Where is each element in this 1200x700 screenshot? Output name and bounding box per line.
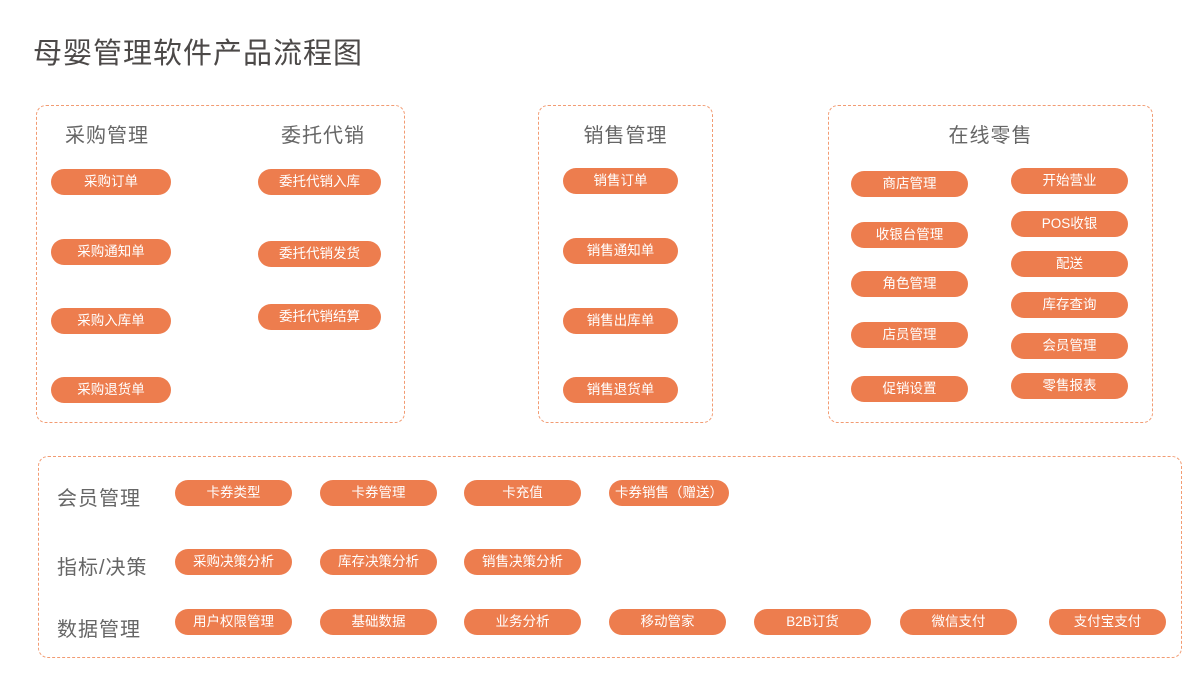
node-sales-notice: 销售通知单	[563, 238, 678, 264]
node-clerk-management: 店员管理	[851, 322, 968, 348]
node-card-type: 卡券类型	[175, 480, 292, 506]
node-sales-return: 销售退货单	[563, 377, 678, 403]
heading-purchase: 采购管理	[65, 125, 149, 147]
node-purchase-order: 采购订单	[51, 169, 171, 195]
node-card-management: 卡券管理	[320, 480, 437, 506]
node-inventory-decision-analysis: 库存决策分析	[320, 549, 437, 575]
heading-consignment: 委托代销	[281, 125, 365, 147]
panel-bottom: 会员管理 卡券类型 卡券管理 卡充值 卡券销售（赠送） 指标/决策 采购决策分析…	[38, 456, 1182, 658]
page-title: 母婴管理软件产品流程图	[33, 38, 364, 70]
node-purchase-decision-analysis: 采购决策分析	[175, 549, 292, 575]
panel-purchase-consignment: 采购管理 委托代销 采购订单 采购通知单 采购入库单 采购退货单 委托代销入库 …	[36, 105, 405, 423]
node-purchase-inbound: 采购入库单	[51, 308, 171, 334]
node-consignment-settlement: 委托代销结算	[258, 304, 381, 330]
node-card-sales-gift: 卡券销售（赠送）	[609, 480, 729, 506]
label-data-management: 数据管理	[57, 619, 141, 641]
node-purchase-notice: 采购通知单	[51, 239, 171, 265]
node-card-recharge: 卡充值	[464, 480, 581, 506]
node-wechat-pay: 微信支付	[900, 609, 1017, 635]
node-sales-decision-analysis: 销售决策分析	[464, 549, 581, 575]
node-mobile-manager: 移动管家	[609, 609, 726, 635]
heading-sales: 销售管理	[583, 125, 668, 147]
heading-online-retail: 在线零售	[948, 125, 1033, 147]
node-consignment-inbound: 委托代销入库	[258, 169, 381, 195]
node-pos-cashier: POS收银	[1011, 211, 1128, 237]
node-consignment-shipment: 委托代销发货	[258, 241, 381, 267]
node-cashier-management: 收银台管理	[851, 222, 968, 248]
node-member-management: 会员管理	[1011, 333, 1128, 359]
label-indicators-decision: 指标/决策	[57, 557, 148, 579]
node-purchase-return: 采购退货单	[51, 377, 171, 403]
node-basic-data: 基础数据	[320, 609, 437, 635]
node-promotion-settings: 促销设置	[851, 376, 968, 402]
panel-online-retail: 在线零售 商店管理 收银台管理 角色管理 店员管理 促销设置 开始营业 POS收…	[828, 105, 1153, 423]
node-store-management: 商店管理	[851, 171, 968, 197]
node-user-permission: 用户权限管理	[175, 609, 292, 635]
node-role-management: 角色管理	[851, 271, 968, 297]
node-b2b-ordering: B2B订货	[754, 609, 871, 635]
label-member-management: 会员管理	[57, 488, 141, 510]
panel-sales: 销售管理 销售订单 销售通知单 销售出库单 销售退货单	[538, 105, 713, 423]
node-sales-outbound: 销售出库单	[563, 308, 678, 334]
node-sales-order: 销售订单	[563, 168, 678, 194]
node-retail-reports: 零售报表	[1011, 373, 1128, 399]
node-delivery: 配送	[1011, 251, 1128, 277]
node-alipay-pay: 支付宝支付	[1049, 609, 1166, 635]
node-open-business: 开始营业	[1011, 168, 1128, 194]
node-business-analysis: 业务分析	[464, 609, 581, 635]
node-inventory-query: 库存查询	[1011, 292, 1128, 318]
